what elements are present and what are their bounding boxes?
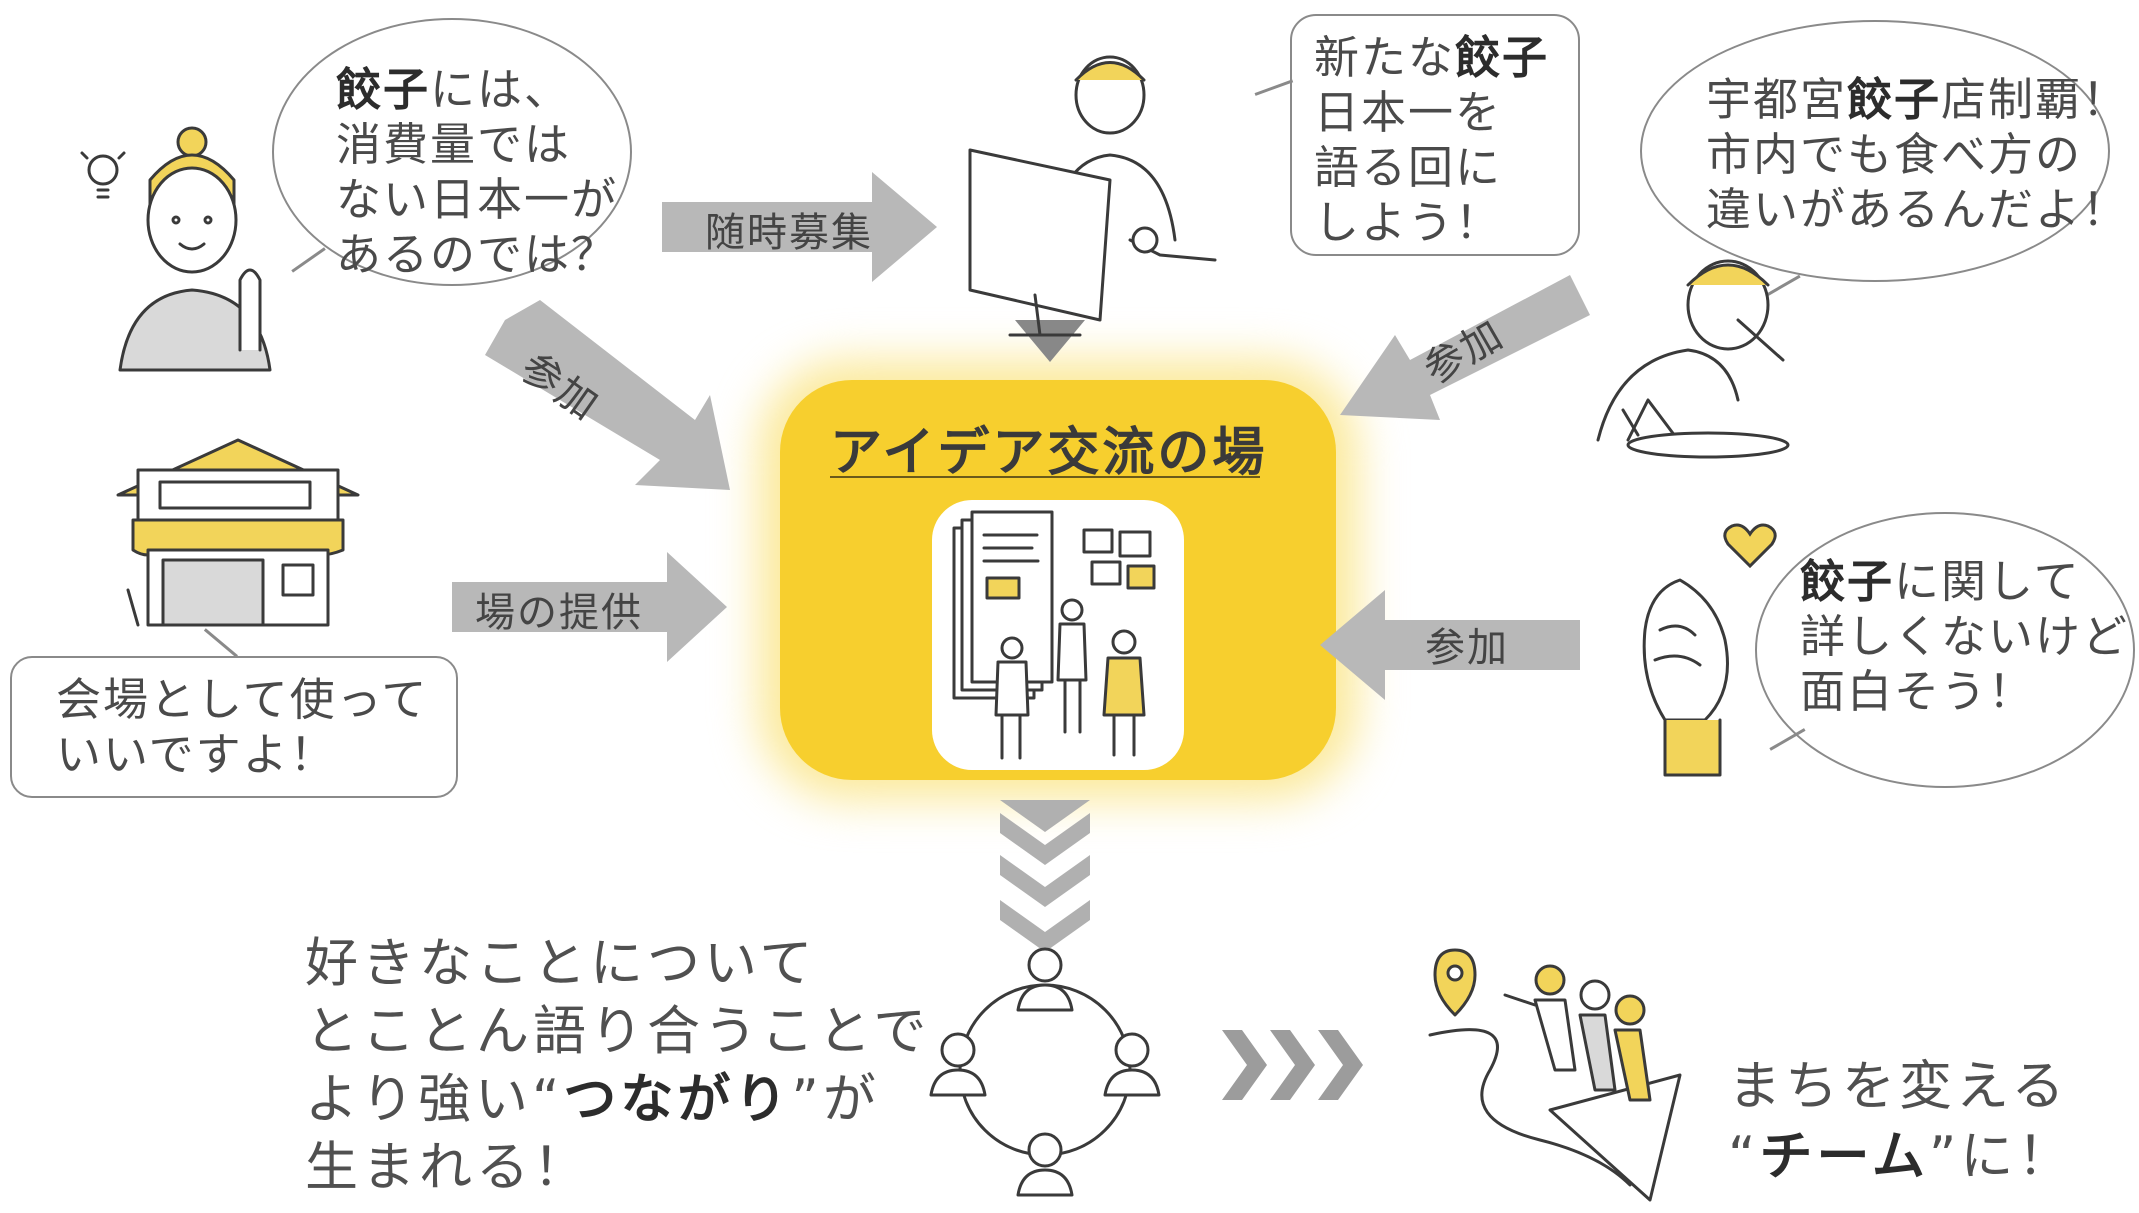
- computer-man-bubble-text: 新たな餃子 日本一を 語る回に しよう！: [1314, 30, 1549, 250]
- center-title: アイデア交流の場: [830, 423, 1268, 483]
- lightbulb-icon: [80, 151, 126, 199]
- hand-bubble-line2: 詳しくないけど: [1800, 610, 2130, 663]
- bottom-right-line2-pre: “: [1728, 1126, 1760, 1187]
- hand-bubble-line1: に関して: [1894, 555, 2081, 608]
- woman-bubble-line4: あるのでは？: [336, 228, 619, 281]
- shop-bubble-line2: いいですよ！: [56, 728, 337, 781]
- people-circle-icon: [929, 947, 1161, 1197]
- arrow-venue: [452, 552, 727, 662]
- meeting-illustration: [952, 510, 1156, 760]
- arrow-join-left: [485, 300, 730, 490]
- eating-man-line1-post: 店制覇！: [1941, 73, 2130, 126]
- down-arrow-top: [1015, 320, 1085, 362]
- right-chevrons: [1222, 1030, 1363, 1100]
- eating-man-line1-pre: 宇都宮: [1706, 73, 1848, 126]
- woman-speech-bubble: [272, 18, 632, 286]
- arrow-venue-label: 場の提供: [475, 590, 643, 636]
- heart-icon: [1723, 523, 1777, 569]
- shop-bubble-tail: [204, 628, 238, 658]
- arrow-join-right-mid-label: 参加: [1425, 625, 1509, 671]
- shop-bubble-line1: 会場として使って: [56, 673, 429, 726]
- woman-bubble-line3: ない日本一が: [336, 173, 619, 226]
- woman-figure: [118, 126, 272, 372]
- eating-man-bold: 餃子: [1847, 73, 1942, 126]
- man-eating-figure: [1596, 259, 1790, 459]
- computer-man-line2: 日本一を: [1314, 86, 1503, 139]
- arrow-recruit: [662, 172, 937, 282]
- bottom-right-line2-bold: チーム: [1759, 1126, 1929, 1187]
- arrow-recruit-label: 随時募集: [705, 210, 873, 256]
- bottom-left-line3-bold: つながり: [563, 1069, 792, 1130]
- eating-man-line3: 違いがあるんだよ！: [1706, 183, 2130, 236]
- hand-bubble-line3: 面白そう！: [1800, 665, 2036, 718]
- shop-bubble-text: 会場として使って いいですよ！: [56, 672, 428, 782]
- computer-man-line1: 新たな: [1314, 31, 1456, 84]
- bottom-left-line2: とことん語り合うことで: [305, 1001, 931, 1062]
- hand-bubble-text: 餃子に関して 詳しくないけど 面白そう！: [1800, 554, 2129, 719]
- hand-speech-bubble: [1755, 512, 2135, 788]
- arrow-join-right-mid: [1320, 590, 1580, 700]
- computer-man-bold: 餃子: [1455, 31, 1550, 84]
- bottom-right-text: まちを変える “チーム”に！: [1728, 1052, 2074, 1192]
- woman-bubble-bold: 餃子: [336, 63, 431, 116]
- bottom-left-text: 好きなことについて とことん語り合うことで より強い“つながり”が 生まれる！: [305, 930, 930, 1202]
- eating-man-speech-bubble: [1640, 20, 2110, 282]
- woman-bubble-line2: 消費量では: [336, 118, 572, 171]
- bottom-left-line3-pre: より強い“: [305, 1069, 564, 1130]
- hand-bubble-bold: 餃子: [1800, 555, 1895, 608]
- eating-man-bubble-text: 宇都宮餃子店制覇！ 市内でも食べ方の 違いがあるんだよ！: [1706, 72, 2129, 237]
- computer-man-speech-bubble: [1290, 14, 1580, 256]
- computer-man-line3: 語る回に: [1314, 141, 1503, 194]
- bottom-left-line1: 好きなことについて: [305, 933, 817, 994]
- man-at-computer-figure: [968, 55, 1217, 337]
- finger-heart-hand-icon: [1642, 578, 1729, 777]
- bottom-left-line3-post: ”が: [791, 1069, 880, 1130]
- center-title-underline: [830, 476, 1260, 478]
- arrow-join-right-top: [1340, 275, 1590, 420]
- eating-man-line2: 市内でも食べ方の: [1706, 128, 2083, 181]
- shop-icon: [116, 438, 360, 627]
- shop-speech-bubble: [10, 656, 458, 798]
- bottom-left-line4: 生まれる！: [305, 1137, 590, 1198]
- bottom-right-line2-post: ”に！: [1928, 1126, 2075, 1187]
- woman-bubble-line1: には、: [430, 63, 572, 116]
- bottom-right-line1: まちを変える: [1728, 1056, 2069, 1117]
- woman-bubble-text: 餃子には、 消費量では ない日本一が あるのでは？: [336, 62, 618, 282]
- computer-man-bubble-tail: [1254, 79, 1294, 96]
- team-map-illustration: [1428, 948, 1682, 1202]
- computer-man-line4: しよう！: [1314, 196, 1503, 249]
- down-chevrons: [1000, 800, 1090, 952]
